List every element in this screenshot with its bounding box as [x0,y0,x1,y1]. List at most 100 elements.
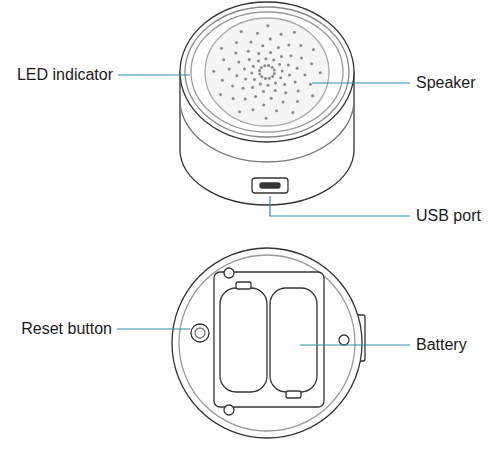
grille-hole [232,97,235,100]
grille-hole [244,78,247,81]
sensor-bottom-view [172,248,365,438]
grille-hole [261,44,264,47]
grille-hole [235,41,238,44]
grille-hole [300,57,303,60]
grille-hole [249,41,252,44]
grille-hole [312,48,315,51]
grille-hole [222,58,225,61]
grille-hole [294,80,297,83]
usb-housing [252,178,288,193]
grille-holes [212,24,321,120]
grille-hole [270,97,273,100]
grille-hole [291,111,294,114]
grille-hole [310,62,313,65]
grille-hole [277,46,280,49]
grille-hole [242,87,245,90]
grille-hole [303,73,306,76]
reset-button-core [195,328,205,338]
grille-hole [237,61,240,64]
grille-hole [251,86,254,89]
grille-hole [269,38,272,41]
screw [224,405,234,415]
led-ring [185,7,349,137]
battery-compartment [214,272,324,407]
grille-hole [296,100,299,103]
grille-hole [266,24,269,27]
grille-hole [267,64,270,67]
grille-hole [243,67,246,70]
base-outline [172,248,362,438]
leader-line [117,328,190,329]
inner-rim [191,12,343,132]
grille-hole [311,94,314,97]
grille-hole [262,90,265,93]
grille-hole [289,54,292,57]
grille-hole [259,82,262,85]
grille-hole [297,89,300,92]
grille-hole [282,100,285,103]
grille-hole [256,32,259,35]
screw [224,268,234,278]
grille-hole [247,50,250,53]
grille-hole [263,64,266,67]
grille-hole [271,66,274,69]
grille-hole [273,72,276,75]
grille-hole [288,74,291,77]
grille-hole [234,52,237,55]
leader-line [270,196,410,216]
part-label: Reset button [20,320,113,338]
usb-socket [260,183,280,188]
grille-hole [284,91,287,94]
grille-hole [274,81,277,84]
grille-hole [220,47,223,50]
sensor-top-view [180,2,354,205]
leader-lines [117,75,410,345]
grille-hole [235,74,238,77]
grille-hole [309,83,312,86]
grille-hole [258,72,261,75]
grille-hole [240,30,243,33]
grille-hole [260,75,263,78]
base-inner [179,255,355,431]
grille-hole [283,83,286,86]
grille-hole [244,98,247,101]
grille-hole [299,44,302,47]
battery-cap [236,282,251,289]
grille-hole [272,59,275,62]
leader-line [300,344,410,345]
grille-hole [287,63,290,66]
battery-cap [286,391,301,398]
grille-hole [319,71,322,74]
grille-hole [271,75,274,78]
grille-hole [293,31,296,34]
grille-hole [274,89,277,92]
reset-button [191,324,209,342]
battery-cell [220,288,267,392]
grille-hole [253,78,256,81]
grille-hole [287,43,290,46]
grille-hole [280,33,283,36]
grille-hole [278,63,281,66]
grille-hole [238,110,241,113]
leader-line [312,82,410,83]
grille-hole [221,79,224,82]
grille-hole [281,70,284,73]
grille-hole [269,51,272,54]
grille-hole [296,67,299,70]
grille-hole [265,117,268,120]
battery-cell [270,288,317,392]
grille-hole [280,55,283,58]
grille-hole [212,70,215,73]
grille-hole [250,71,253,74]
grille-hole [273,69,276,72]
grille-hole [257,60,260,63]
part-label: Battery [415,336,468,354]
top-rim [180,2,354,142]
grille-hole [231,84,234,87]
grille-hole [260,66,263,69]
grille-hole [275,109,278,112]
grille-hole [258,69,261,72]
grille-hole [268,77,271,80]
grille-hole [257,52,260,55]
